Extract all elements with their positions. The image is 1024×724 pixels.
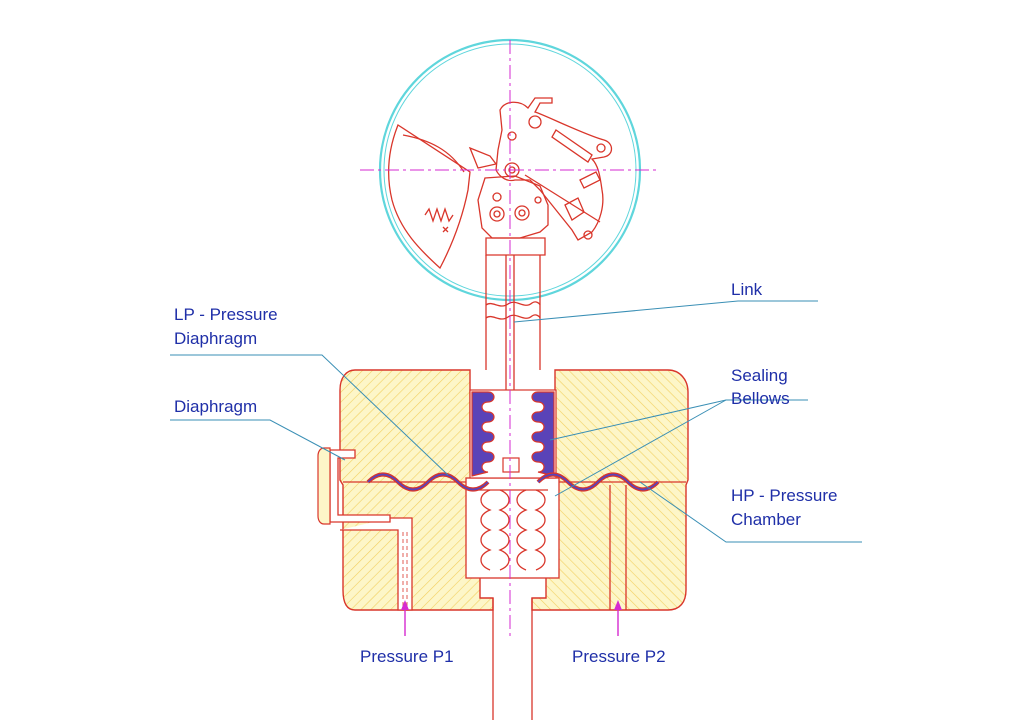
pressure-p1-label: Pressure P1: [360, 647, 454, 666]
centerlines: [360, 40, 660, 638]
hp-bellows: [478, 489, 548, 571]
sealing-bellows: [469, 389, 557, 479]
side-tube: [317, 447, 391, 525]
pressure-arrows: [401, 600, 622, 636]
leader-lines: [170, 300, 862, 543]
hp-pressure-chamber-label-line2: Chamber: [731, 510, 801, 529]
diaphragm-membrane: [366, 472, 660, 492]
sealing-bellows-label-line1: Sealing: [731, 366, 788, 385]
pressure-p2-label: Pressure P2: [572, 647, 666, 666]
lp-pressure-diaphragm-label-line1: LP - Pressure: [174, 305, 278, 324]
diaphragm-label: Diaphragm: [174, 397, 258, 416]
hp-pressure-chamber-label-line1: HP - Pressure: [731, 486, 838, 505]
sealing-bellows-label-line2: Bellows: [731, 389, 790, 408]
link-label: Link: [731, 280, 763, 299]
lp-pressure-diaphragm-label-line2: Diaphragm: [174, 329, 258, 348]
pointer-sector: [388, 124, 471, 270]
